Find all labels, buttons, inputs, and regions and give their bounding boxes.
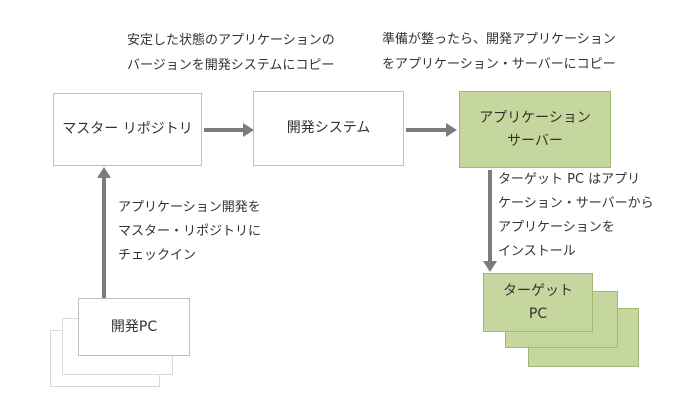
node-label: 開発PC [110, 318, 158, 335]
node-label: PC [528, 305, 548, 322]
annotation-line: アプリケーション開発を [118, 200, 261, 215]
node-label: サーバー [507, 132, 563, 149]
node-application-server: アプリケーション サーバー [459, 91, 611, 168]
annotation-copy-to-app-server: 準備が整ったら、開発アプリケーション をアプリケーション・サーバーにコピー [382, 27, 616, 77]
arrow-up-icon [97, 167, 111, 178]
node-development-system: 開発システム [253, 91, 404, 166]
annotation-install-from-server: ターゲット PC はアプリ ケーション・サーバーから アプリケーションを インス… [498, 168, 654, 264]
annotation-line: アプリケーションを [498, 220, 615, 235]
annotation-line: チェックイン [118, 248, 197, 263]
node-label: ターゲット [503, 282, 573, 299]
annotation-line: 安定した状態のアプリケーションの [127, 33, 335, 48]
arrow-master-to-devsystem [204, 128, 244, 132]
annotation-checkin-to-master: アプリケーション開発を マスター・リポジトリに チェックイン [118, 196, 261, 268]
annotation-line: ターゲット PC はアプリ [498, 172, 641, 187]
arrow-right-icon [446, 123, 457, 137]
annotation-copy-to-dev-system: 安定した状態のアプリケーションの バージョンを開発システムにコピー [127, 28, 335, 78]
annotation-line: バージョンを開発システムにコピー [127, 58, 335, 73]
node-label: 開発システム [286, 120, 371, 136]
node-label: マスター リポジトリ [62, 121, 193, 137]
annotation-line: ケーション・サーバーから [498, 196, 654, 211]
node-label: アプリケーション [479, 109, 591, 126]
annotation-line: 準備が整ったら、開発アプリケーション [382, 32, 616, 47]
annotation-line: インストール [498, 244, 576, 259]
arrow-down-icon [483, 261, 497, 272]
annotation-line: マスター・リポジトリに [118, 224, 262, 239]
arrow-devsystem-to-appserver [406, 128, 447, 132]
node-target-pc: ターゲット PC [483, 273, 593, 332]
arrow-appserver-to-targetpc [488, 170, 492, 262]
arrow-right-icon [243, 123, 254, 137]
arrow-devpc-to-master [102, 177, 106, 298]
annotation-line: をアプリケーション・サーバーにコピー [382, 57, 616, 72]
node-development-pc: 開発PC [78, 298, 190, 356]
node-master-repository: マスター リポジトリ [53, 93, 202, 166]
